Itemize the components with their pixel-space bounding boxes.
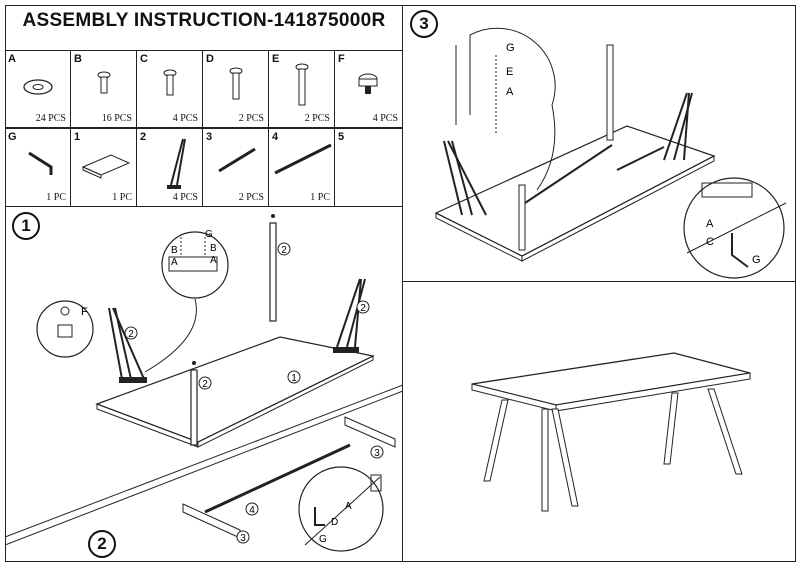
step2-long-label: 4 [249, 505, 255, 516]
step1-top-label: 1 [291, 373, 297, 384]
step1-leg-label-a: 2 [281, 245, 287, 256]
step2-rail-label-b: 3 [240, 533, 246, 544]
table-top-icon [81, 154, 131, 179]
page-title: ASSEMBLY INSTRUCTION-141875000R [22, 10, 386, 31]
step3-detail-a: A [506, 86, 514, 98]
leg-icon [167, 138, 186, 189]
leveler-foot-icon [358, 73, 378, 94]
part-letter: D [206, 53, 214, 65]
step1-leg-label-b: 2 [360, 303, 366, 314]
part-letter: 2 [140, 131, 147, 143]
part-cell-b: B 16 PCS [71, 51, 137, 128]
part-quantity: 1 PC [310, 192, 330, 203]
part-quantity: 2 PCS [304, 113, 330, 124]
part-quantity: 4 PCS [372, 113, 398, 124]
step3-detail-c: C [706, 236, 714, 248]
part-cell-2: 2 4 PCS [137, 129, 203, 207]
part-cell-5: 5 [335, 129, 403, 207]
final-view-panel [402, 281, 796, 562]
long-bolt-icon [295, 63, 309, 106]
part-quantity: 4 PCS [172, 113, 198, 124]
assembled-table-illustration [471, 352, 751, 512]
step1-detail-b2: B [210, 243, 217, 254]
step3-detail-a2: A [706, 218, 714, 230]
short-rail-icon [218, 147, 256, 173]
step3-detail-e: E [506, 66, 513, 78]
part-letter: B [74, 53, 82, 65]
part-letter: C [140, 53, 148, 65]
part-letter: 5 [338, 131, 345, 143]
part-cell-f: F 4 PCS [335, 51, 403, 128]
step2-badge: 2 [88, 530, 116, 558]
step3-badge: 3 [410, 10, 438, 38]
bolt-icon [163, 69, 177, 96]
step1-detail-g: G [205, 229, 213, 240]
part-quantity: 16 PCS [101, 113, 132, 124]
step3-detail-g2: G [752, 254, 761, 266]
step1-detail-a1: A [171, 257, 178, 268]
part-letter: A [8, 53, 16, 65]
part-cell-e: E 2 PCS [269, 51, 335, 128]
step1-detail-a2: A [210, 255, 217, 266]
washer-icon [23, 79, 53, 95]
part-quantity: 4 PCS [172, 192, 198, 203]
part-quantity: 2 PCS [238, 113, 264, 124]
part-quantity: 1 PC [112, 192, 132, 203]
step2-detail-a: A [345, 501, 352, 512]
part-cell-1: 1 1 PC [71, 129, 137, 207]
part-quantity: 2 PCS [238, 192, 264, 203]
part-cell-3: 3 2 PCS [203, 129, 269, 207]
part-cell-d: D 2 PCS [203, 51, 269, 128]
step2-detail-d: D [331, 517, 338, 528]
part-letter: 1 [74, 131, 81, 143]
part-letter: G [8, 131, 17, 143]
step2-rail-label-a: 3 [374, 448, 380, 459]
part-cell-4: 4 1 PC [269, 129, 335, 207]
step3-illustration: G E A A C G [434, 27, 787, 279]
long-rail-icon [274, 143, 332, 175]
part-quantity: 24 PCS [35, 113, 66, 124]
step1-step2-illustration: 2 2 2 2 1 B A B A G F 3 4 3 [5, 214, 403, 552]
part-letter: 3 [206, 131, 213, 143]
step1-leg-label-c: 2 [128, 329, 134, 340]
part-cell-a: A 24 PCS [5, 51, 71, 128]
part-letter: E [272, 53, 280, 65]
step1-leg-label-d: 2 [202, 379, 208, 390]
allen-key-icon [28, 151, 53, 175]
step2-detail-g: G [319, 534, 327, 545]
step3-detail-g: G [506, 42, 515, 54]
medium-bolt-icon [229, 67, 243, 100]
step1-badge: 1 [12, 212, 40, 240]
title-divider [5, 50, 403, 51]
step1-detail-b1: B [171, 245, 178, 256]
row-divider [5, 128, 403, 129]
short-bolt-icon [97, 71, 111, 94]
step1-detail-f: F [81, 306, 88, 318]
part-letter: F [338, 53, 345, 65]
part-quantity: 1 PC [46, 192, 66, 203]
part-cell-g: G 1 PC [5, 129, 71, 207]
part-letter: 4 [272, 131, 279, 143]
part-cell-c: C 4 PCS [137, 51, 203, 128]
